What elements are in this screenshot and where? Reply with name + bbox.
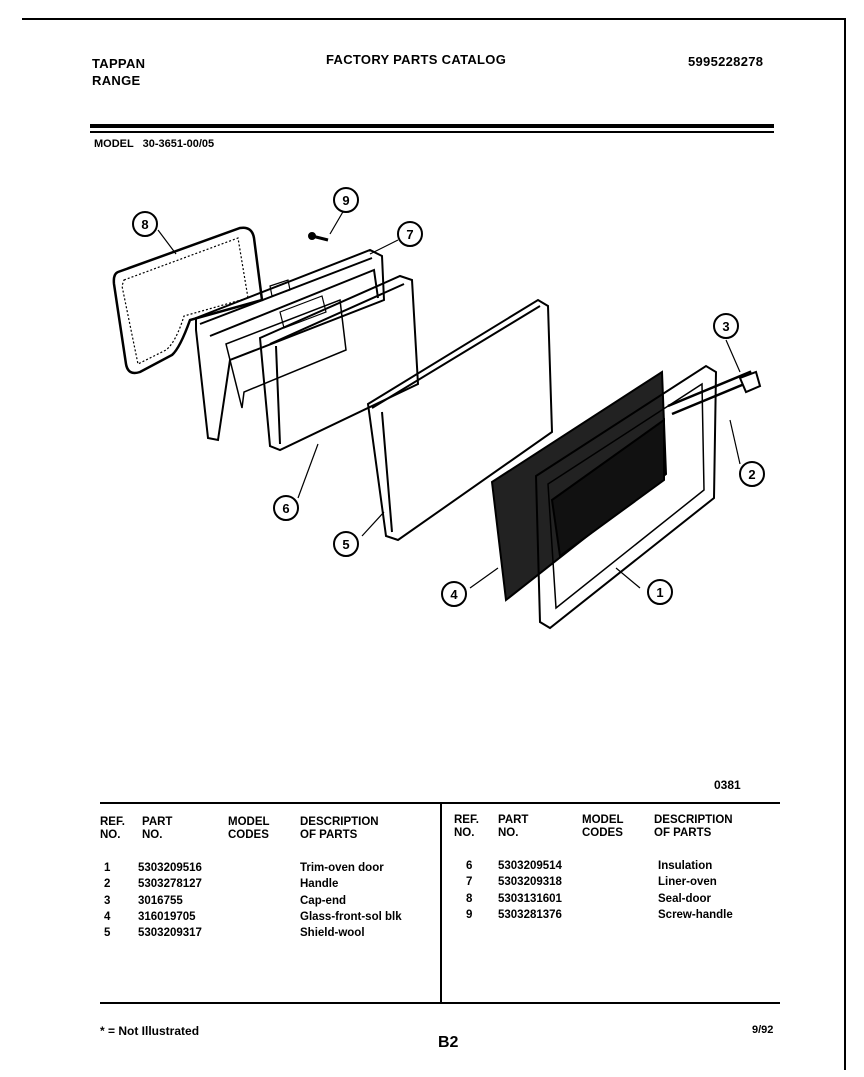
- table-cell-desc: Insulation: [658, 860, 713, 872]
- left-ref-column: 1 2 3 4 5: [104, 860, 110, 941]
- table-cell-part: 5303209514: [498, 860, 562, 872]
- table-cell-part: 316019705: [138, 910, 196, 923]
- table-cell-desc: Handle: [300, 878, 339, 891]
- table-cell-part: 5303209516: [138, 862, 202, 874]
- table-cell-desc: Shield-wool: [300, 927, 365, 940]
- left-part-column: 5303209516 5303278127 3016755 316019705 …: [138, 860, 202, 941]
- table-cell-ref: 8: [466, 892, 473, 905]
- header-rule-thick: [90, 124, 774, 128]
- diagram-code: 0381: [714, 778, 741, 792]
- header-ref-right: REF. NO.: [454, 814, 479, 839]
- table-cell-ref: 1: [104, 862, 111, 874]
- insulation-part: [258, 274, 420, 452]
- right-part-column: 5303209514 5303209318 5303131601 5303281…: [498, 858, 562, 923]
- svg-text:3: 3: [722, 319, 729, 334]
- parts-table: REF. NO. PART NO. MODEL CODES DESCRIPTIO…: [100, 802, 780, 1004]
- liner-oven-part: [195, 248, 386, 442]
- catalog-number: 5995228278: [688, 54, 764, 69]
- callout-9: 9: [333, 187, 359, 213]
- table-cell-ref: 4: [104, 910, 111, 923]
- leader-lines: [157, 209, 741, 589]
- model-label: MODEL: [94, 138, 134, 150]
- svg-text:7: 7: [406, 227, 413, 242]
- svg-text:4: 4: [450, 587, 458, 602]
- callout-7: 7: [397, 221, 423, 247]
- callout-5: 5: [333, 531, 359, 557]
- model-value: 30-3651-00/05: [142, 138, 215, 150]
- table-cell-desc: Cap-end: [300, 894, 346, 907]
- callout-2: 2: [739, 461, 765, 487]
- svg-text:9: 9: [342, 193, 349, 208]
- right-ref-column: 6 7 8 9: [466, 858, 472, 923]
- handle-part: [667, 370, 762, 416]
- table-divider: [440, 804, 442, 1002]
- callouts: 8 9 7 3 2 6 5 4 1: [132, 187, 765, 607]
- table-cell-part: 5303131601: [498, 892, 562, 905]
- header-ref-left: REF. NO.: [100, 816, 125, 841]
- header-desc-right: DESCRIPTION OF PARTS: [654, 814, 733, 839]
- table-cell-desc: Seal-door: [658, 892, 712, 905]
- table-cell-part: 5303209318: [498, 876, 562, 889]
- header-desc-left: DESCRIPTION OF PARTS: [300, 816, 379, 841]
- brand-line-2: RANGE: [92, 73, 141, 88]
- table-cell-ref: 2: [104, 878, 111, 891]
- table-cell-ref: 3: [104, 894, 111, 907]
- table-cell-part: 5303209317: [138, 927, 202, 940]
- seal-door-part: [112, 226, 264, 375]
- screw-handle-part: [308, 232, 329, 242]
- page-frame: [22, 18, 846, 1070]
- table-cell-part: 3016755: [138, 894, 183, 907]
- header-rule-thin: [90, 131, 774, 133]
- header-part-right: PART NO.: [498, 814, 529, 839]
- right-desc-column: Insulation Liner-oven Seal-door Screw-ha…: [658, 858, 733, 923]
- svg-text:5: 5: [342, 537, 349, 552]
- callout-6: 6: [273, 495, 299, 521]
- callout-3: 3: [713, 313, 739, 339]
- callout-8: 8: [132, 211, 158, 237]
- table-cell-desc: Liner-oven: [658, 876, 717, 889]
- brand-line-1: TAPPAN: [92, 56, 146, 71]
- svg-text:8: 8: [141, 217, 148, 232]
- table-cell-ref: 7: [466, 876, 473, 889]
- svg-text:1: 1: [656, 585, 663, 600]
- trim-oven-door-part: [534, 364, 718, 630]
- table-cell-ref: 9: [466, 908, 473, 921]
- table-cell-ref: 6: [466, 860, 473, 872]
- catalog-title: FACTORY PARTS CATALOG: [326, 52, 507, 67]
- not-illustrated-note: * = Not Illustrated: [100, 1024, 200, 1038]
- shield-wool-part: [366, 298, 554, 542]
- header-model-left: MODEL CODES: [228, 816, 270, 841]
- table-cell-ref: 5: [104, 927, 111, 940]
- header-part-left: PART NO.: [142, 816, 173, 841]
- table-cell-desc: Trim-oven door: [300, 862, 384, 874]
- left-desc-column: Trim-oven door Handle Cap-end Glass-fron…: [300, 860, 402, 941]
- svg-text:2: 2: [748, 467, 755, 482]
- model-line: MODEL 30-3651-00/05: [94, 138, 214, 150]
- table-cell-desc: Screw-handle: [658, 908, 733, 921]
- table-cell-part: 5303278127: [138, 878, 202, 891]
- callout-1: 1: [647, 579, 673, 605]
- catalog-date: 9/92: [752, 1024, 774, 1036]
- svg-text:6: 6: [282, 501, 289, 516]
- callout-4: 4: [441, 581, 467, 607]
- table-cell-desc: Glass-front-sol blk: [300, 910, 402, 923]
- table-cell-part: 5303281376: [498, 908, 562, 921]
- exploded-door-diagram: 8 9 7 3 2 6 5 4 1: [112, 187, 765, 630]
- header-model-right: MODEL CODES: [582, 814, 624, 839]
- page-number: B2: [438, 1034, 459, 1051]
